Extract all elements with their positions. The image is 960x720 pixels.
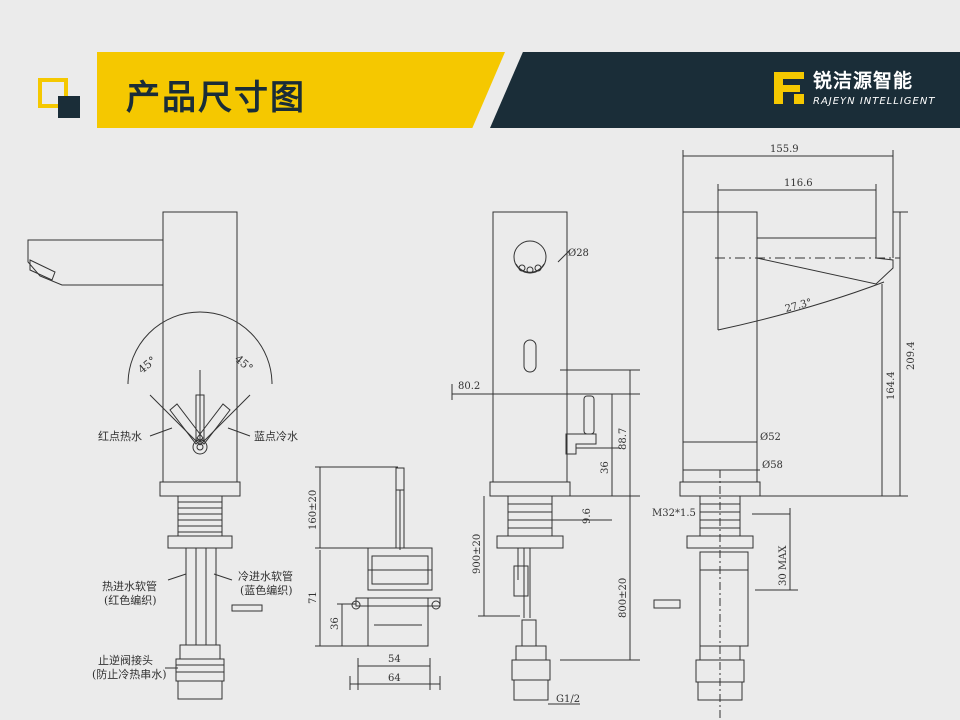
height-36-label: 36 xyxy=(330,617,341,630)
dim-36-label: 36 xyxy=(600,461,611,474)
hose-900-label: 900±20 xyxy=(472,534,483,574)
brand-band xyxy=(490,52,960,128)
dim-80-2-label: 80.2 xyxy=(458,381,480,392)
angle-right-label: 45° xyxy=(232,352,255,374)
title-band xyxy=(97,52,505,128)
header: 产品尺寸图 锐洁源智能 RAJEYN INTELLIGENT xyxy=(0,0,960,140)
dim-164-4-label: 164.4 xyxy=(886,371,897,400)
angle-27-3-label: 27.3° xyxy=(784,297,813,315)
thread-g-label: G1/2 xyxy=(556,694,580,705)
check-valve-label-line1: 止逆阀接头 xyxy=(98,653,153,667)
diameter-58-label: Ø58 xyxy=(762,460,783,471)
angle-left-label: 45° xyxy=(136,354,159,376)
thread-m32-label: M32*1.5 xyxy=(652,508,696,519)
sensor-diameter-label: Ø28 xyxy=(568,248,589,259)
hot-water-label: 红点热水 xyxy=(98,430,142,443)
hot-hose-label-line2: (红色编织) xyxy=(104,593,157,607)
dim-9-6-label: 9.6 xyxy=(582,508,593,524)
control-box-drawing xyxy=(315,466,441,690)
height-71-label: 71 xyxy=(308,591,319,604)
logo-square-outline xyxy=(38,78,68,108)
logo-square-fill xyxy=(58,96,80,118)
control-box-labels: 160±20 71 36 54 64 xyxy=(308,490,401,684)
hot-hose-label-line1: 热进水软管 xyxy=(102,579,157,593)
brand-logo-icon xyxy=(774,72,804,104)
dim-116-6-label: 116.6 xyxy=(784,178,813,189)
front-view-faucet xyxy=(451,211,640,705)
dim-155-9-label: 155.9 xyxy=(770,144,799,155)
cold-hose-label-line2: (蓝色编织) xyxy=(240,583,293,597)
width-64-label: 64 xyxy=(388,673,401,684)
rear-view-labels: 155.9 116.6 27.3° 164.4 209.4 Ø52 Ø58 M3… xyxy=(652,144,917,586)
cold-hose-label-line1: 冷进水软管 xyxy=(238,569,293,583)
diameter-52-label: Ø52 xyxy=(760,432,781,443)
cold-water-label: 蓝点冷水 xyxy=(254,430,298,443)
width-54-label: 54 xyxy=(388,654,401,665)
brand-name: 锐洁源智能 xyxy=(813,70,914,92)
side-view-faucet xyxy=(27,211,273,700)
side-view-labels: 45° 45° 红点热水 蓝点冷水 热进水软管 (红色编织) 冷进水软管 (蓝色… xyxy=(92,352,298,681)
rear-view-faucet xyxy=(653,150,908,720)
max-30-label: 30 MAX xyxy=(778,545,789,586)
hose-800-label: 800±20 xyxy=(618,578,629,618)
dim-209-4-label: 209.4 xyxy=(906,341,917,370)
front-view-labels: Ø28 80.2 88.7 36 9.6 900±20 800±20 G1/2 xyxy=(458,248,629,705)
page-title: 产品尺寸图 xyxy=(126,78,306,118)
brand-subtitle: RAJEYN INTELLIGENT xyxy=(813,96,936,107)
check-valve-label-line2: (防止冷热串水) xyxy=(92,667,167,681)
cable-length-label: 160±20 xyxy=(308,490,319,530)
dim-88-7-label: 88.7 xyxy=(618,428,629,450)
